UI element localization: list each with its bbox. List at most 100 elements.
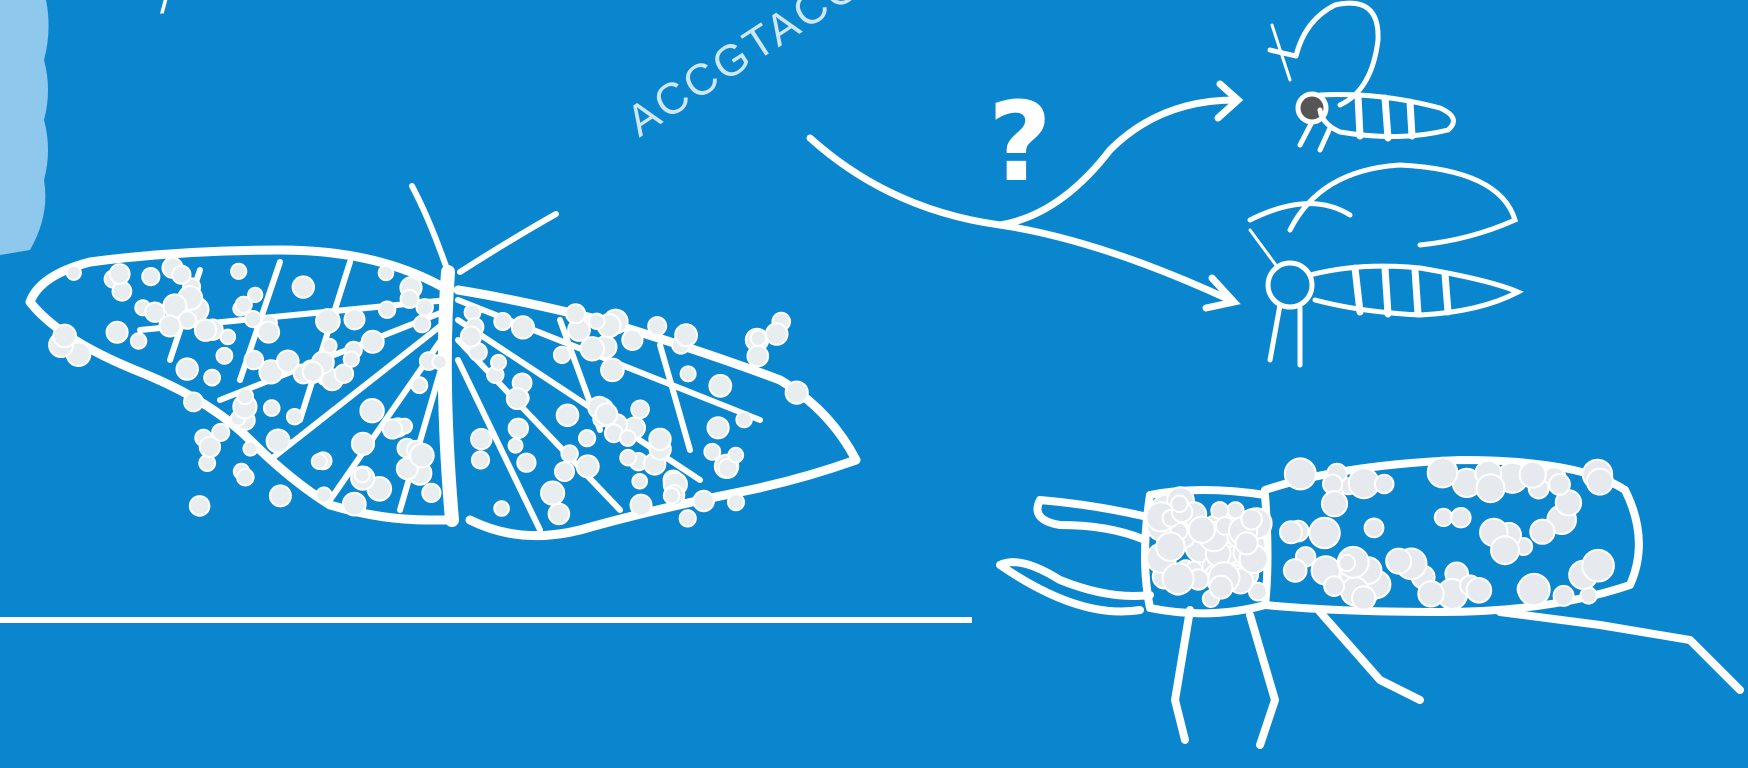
spot: [1418, 581, 1443, 606]
spot: [1582, 550, 1614, 582]
spot: [1518, 574, 1549, 605]
spot: [1156, 533, 1184, 561]
spot: [494, 313, 511, 330]
spot: [1386, 549, 1411, 574]
spot: [287, 409, 302, 424]
spot: [1280, 521, 1302, 543]
spot: [303, 362, 323, 382]
spot: [293, 276, 314, 297]
spot: [601, 359, 624, 382]
spot: [708, 417, 729, 438]
spot: [401, 290, 419, 308]
spot: [237, 389, 253, 405]
spot: [557, 405, 579, 427]
spot: [316, 488, 331, 503]
spot: [579, 430, 595, 446]
spot: [53, 325, 76, 348]
spot: [620, 450, 636, 466]
spot: [352, 433, 374, 455]
spot: [1189, 517, 1215, 543]
side-tab: [0, 0, 49, 255]
spot: [471, 429, 491, 449]
spot: [681, 366, 696, 381]
spot: [736, 412, 751, 427]
spot: [1467, 578, 1492, 603]
spot: [258, 322, 279, 343]
spot: [422, 484, 440, 502]
spot: [728, 494, 744, 510]
spot: [1210, 576, 1233, 599]
spot: [159, 316, 180, 337]
spot: [577, 455, 599, 477]
spot: [632, 474, 647, 489]
spot: [1365, 519, 1384, 538]
spot: [316, 309, 340, 333]
spot: [383, 419, 402, 438]
spot: [200, 437, 220, 457]
spot: [704, 444, 720, 460]
spot: [649, 429, 670, 450]
spot: [596, 403, 618, 425]
bee-illustration: [1250, 165, 1518, 365]
spot: [217, 348, 233, 364]
spot: [243, 442, 257, 456]
spot: [648, 317, 666, 335]
spot: [541, 482, 564, 505]
spot: [1428, 458, 1458, 488]
spot: [343, 493, 366, 516]
spot: [517, 454, 535, 472]
spot: [581, 337, 604, 360]
spot: [190, 496, 210, 516]
spot: [748, 346, 769, 367]
spot: [67, 266, 81, 280]
spot: [1236, 532, 1258, 554]
spot: [554, 347, 570, 363]
spot: [1491, 536, 1519, 564]
spot: [509, 419, 528, 438]
spot: [267, 430, 290, 453]
spot: [1324, 576, 1344, 596]
spot: [414, 316, 430, 332]
spot: [1309, 518, 1339, 548]
spot: [675, 324, 697, 346]
spot: [622, 330, 642, 350]
spot: [1549, 474, 1570, 495]
spot: [1171, 496, 1188, 513]
spot: [566, 304, 585, 323]
spot: [709, 375, 731, 397]
spot: [360, 399, 383, 422]
spot: [245, 351, 264, 370]
spot: [1520, 462, 1546, 488]
spot: [631, 401, 649, 419]
spot: [1451, 508, 1470, 527]
spot: [694, 491, 714, 511]
spot: [264, 400, 280, 416]
spot: [664, 488, 679, 503]
spot: [231, 264, 246, 279]
spot: [729, 448, 744, 463]
spot: [561, 445, 577, 461]
spot: [1241, 509, 1261, 529]
spot: [344, 352, 359, 367]
spot: [491, 355, 506, 370]
spot: [195, 320, 216, 341]
spot: [433, 355, 447, 369]
spot: [1477, 474, 1505, 502]
spot: [751, 331, 766, 346]
spot: [355, 468, 370, 483]
spot: [362, 331, 384, 353]
question-mark: ?: [988, 78, 1052, 206]
spot: [555, 462, 574, 481]
spot: [110, 264, 130, 284]
spot: [1530, 520, 1554, 544]
spot: [461, 326, 481, 346]
spot: [237, 469, 254, 486]
spot: [620, 430, 636, 446]
spot: [472, 451, 489, 468]
spot: [1322, 491, 1347, 516]
spot: [1587, 469, 1613, 495]
spot: [184, 393, 203, 412]
spot: [1339, 555, 1355, 571]
